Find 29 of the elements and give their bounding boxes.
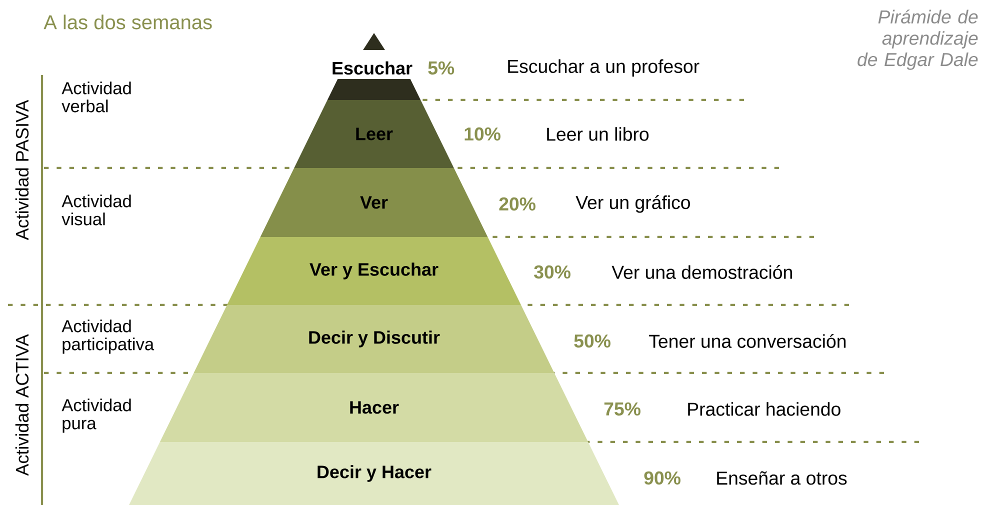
pyramid-level: Decir y Discutir xyxy=(194,305,554,373)
activity-description: Escuchar a un profesor xyxy=(508,59,700,77)
pyramid-level: Escuchar xyxy=(327,61,421,100)
activity-type-label: Actividad participativa xyxy=(62,320,154,354)
activity-description: Tener una conversación xyxy=(649,334,846,348)
activity-description: Practicar haciendo xyxy=(688,402,840,416)
activity-type-label: Actividad visual xyxy=(62,194,131,226)
percentage-label: 50% xyxy=(574,334,610,348)
percentage-label: 30% xyxy=(534,265,570,279)
group-label: Actividad ACTIVA xyxy=(15,334,29,476)
activity-description: Ver un gráfico xyxy=(576,195,690,213)
activity-type-label: Actividad verbal xyxy=(62,82,131,112)
percentage-label: 90% xyxy=(644,471,680,485)
group-label: Actividad PASIVA xyxy=(15,100,29,240)
activity-description: Ver una demostración xyxy=(612,265,792,279)
pyramid-level: Hacer xyxy=(160,373,588,442)
pyramid-level: Leer xyxy=(294,100,454,168)
title: A las dos semanas xyxy=(44,14,212,30)
percentage-label: 10% xyxy=(464,127,500,141)
percentage-label: 20% xyxy=(499,197,536,211)
percentage-label: 75% xyxy=(604,402,640,416)
pyramid-level: Ver xyxy=(260,168,488,237)
pyramid-level: Ver y Escuchar xyxy=(227,237,521,305)
activity-type-label: Actividad pura xyxy=(62,398,131,433)
activity-description: Leer un libro xyxy=(547,127,649,141)
caption: Pirámide de aprendizaje de Edgar Dale xyxy=(858,10,978,70)
percentage-label: 5% xyxy=(428,61,454,75)
pyramid-level: Decir y Hacer xyxy=(129,442,619,505)
activity-description: Enseñar a otros xyxy=(717,471,847,485)
